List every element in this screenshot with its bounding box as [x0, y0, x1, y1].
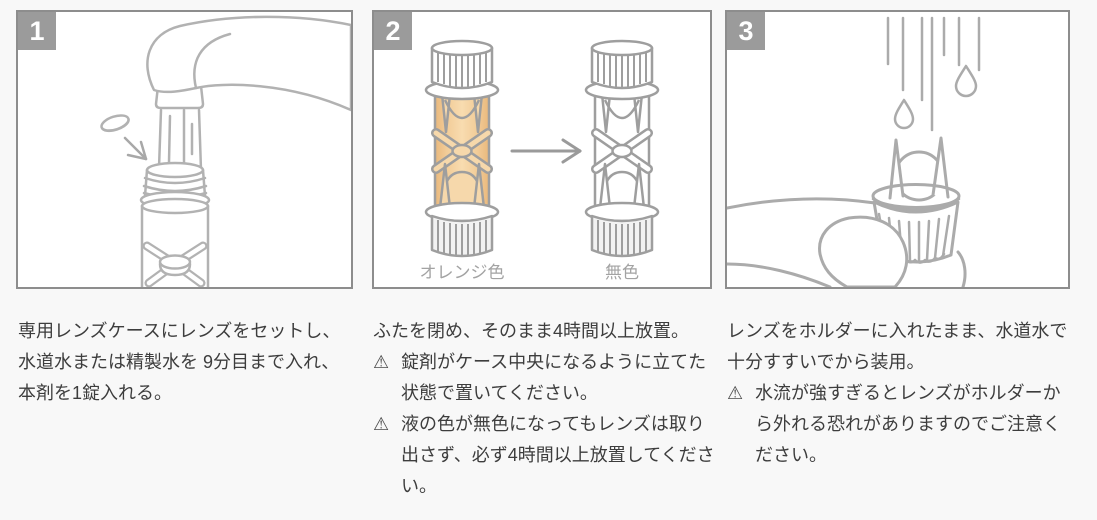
rinsing-holder-icon — [727, 16, 981, 287]
after-color-label: 無色 — [605, 263, 639, 282]
lens-case — [139, 161, 211, 287]
holder-prong-left — [888, 138, 905, 200]
warning-icon: ⚠ — [373, 414, 390, 434]
hand-thumb — [818, 215, 909, 287]
hand-lower-line — [727, 262, 832, 287]
step-2-description: ふたを閉め、そのまま4時間以上放置。 — [373, 321, 690, 341]
faucet-spout-inner-line — [193, 32, 232, 90]
step-1-panel: 1 — [16, 10, 353, 289]
hand-finger-line — [727, 197, 877, 210]
lens-holder-cross — [142, 241, 208, 287]
holder-prong-right — [931, 136, 950, 199]
step-1-caption: 専用レンズケースにレンズをセットし、水道水または精製水を 9分目まで入れ、本剤を… — [18, 316, 356, 409]
step-3-number-badge: 3 — [727, 12, 765, 50]
tablet-icon — [100, 114, 130, 133]
water-droplet-icons — [893, 64, 978, 130]
step-1-number-badge: 1 — [18, 12, 56, 50]
tap-water-lines — [886, 16, 981, 132]
hand-right-edge — [956, 250, 967, 287]
warning-text: 水流が強すぎるとレンズがホルダーから外れる恐れがありますのでご注意ください。 — [755, 383, 1061, 465]
warning-text: 錠剤がケース中央になるように立てた状態で置いてください。 — [401, 352, 707, 403]
warning-text: 液の色が無色になってもレンズは取り出さず、必ず4時間以上放置してください。 — [401, 414, 715, 496]
step-2-panel: 2 — [372, 10, 712, 289]
change-arrow-icon — [510, 138, 582, 164]
step-3-caption: レンズをホルダーに入れたまま、水道水で十分すすいでから装用。 ⚠ 水流が強すぎる… — [727, 316, 1069, 471]
before-color-label: オレンジ色 — [419, 263, 505, 282]
faucet-filling-lens-case-icon — [100, 15, 351, 287]
warning-note: ⚠ 液の色が無色になってもレンズは取り出さず、必ず4時間以上放置してください。 — [373, 409, 715, 502]
lens-case-orange-icon — [424, 39, 500, 258]
warning-icon: ⚠ — [373, 352, 390, 372]
step-1-description: 専用レンズケースにレンズをセットし、水道水または精製水を 9分目まで入れ、本剤を… — [18, 321, 341, 403]
step-3-panel: 3 — [725, 10, 1070, 289]
step-3-description: レンズをホルダーに入れたまま、水道水で十分すすいでから装用。 — [727, 321, 1068, 372]
warning-note: ⚠ 錠剤がケース中央になるように立てた状態で置いてください。 — [373, 347, 715, 409]
color-change-illustration — [424, 39, 660, 258]
warning-note: ⚠ 水流が強すぎるとレンズがホルダーから外れる恐れがありますのでご注意ください。 — [727, 378, 1069, 471]
lens-case-colorless-icon — [584, 39, 660, 258]
warning-icon: ⚠ — [727, 383, 744, 403]
drop-arrow-icon — [123, 136, 148, 161]
step-2-caption: ふたを閉め、そのまま4時間以上放置。 ⚠ 錠剤がケース中央になるように立てた状態… — [373, 316, 715, 502]
water-stream — [157, 108, 203, 172]
step-2-number-badge: 2 — [374, 12, 412, 50]
